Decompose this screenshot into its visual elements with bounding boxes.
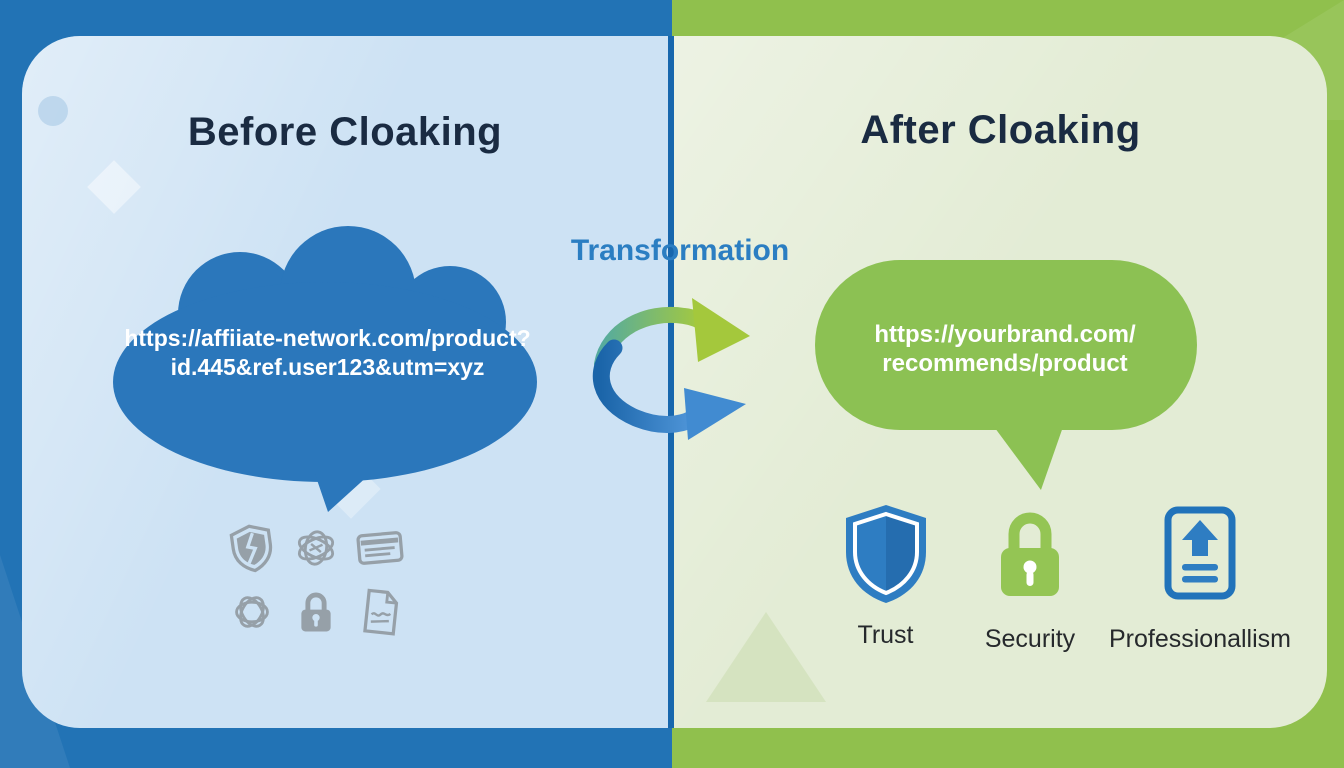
before-title: Before Cloaking xyxy=(187,110,503,154)
before-url-line2: id.445&ref.user123&utm=xyz xyxy=(170,354,485,380)
before-url-text: https://affiiate-network.com/product? id… xyxy=(105,324,550,382)
after-url-line2: recommends/product xyxy=(882,350,1128,377)
blue-curved-arrow-icon xyxy=(592,339,746,440)
broken-shield-icon xyxy=(220,516,284,580)
before-url-line1: https://affiiate-network.com/product? xyxy=(124,325,531,351)
after-speech-bubble xyxy=(815,260,1197,430)
padlock-icon xyxy=(284,580,348,644)
transformation-arrows-icon xyxy=(592,298,750,440)
credit-card-icon xyxy=(348,516,412,580)
torn-document-icon xyxy=(348,580,412,644)
lock-icon xyxy=(1001,512,1059,596)
tangled-knot-icon xyxy=(284,516,348,580)
benefit-label: Security xyxy=(984,625,1076,653)
before-risk-icons xyxy=(220,516,412,644)
benefit-security: Security xyxy=(968,506,1092,654)
before-cloud-bubble xyxy=(113,226,537,512)
knot-loop-icon xyxy=(220,580,284,644)
transformation-label: Transformation xyxy=(570,234,790,267)
document-upload-icon xyxy=(1164,506,1236,600)
benefit-trust: Trust xyxy=(828,502,943,650)
after-url-text: https://yourbrand.com/ recommends/produc… xyxy=(855,320,1155,378)
after-url-line1: https://yourbrand.com/ xyxy=(874,321,1136,348)
benefit-label: Professionallism xyxy=(1108,625,1291,653)
decor-circle xyxy=(38,96,68,126)
benefit-professionalism: Professionallism xyxy=(1087,506,1313,654)
green-curved-arrow-icon xyxy=(594,298,750,372)
benefit-label: Trust xyxy=(857,621,914,649)
shield-icon xyxy=(845,505,926,603)
after-title: After Cloaking xyxy=(860,108,1141,152)
center-divider xyxy=(668,36,674,728)
